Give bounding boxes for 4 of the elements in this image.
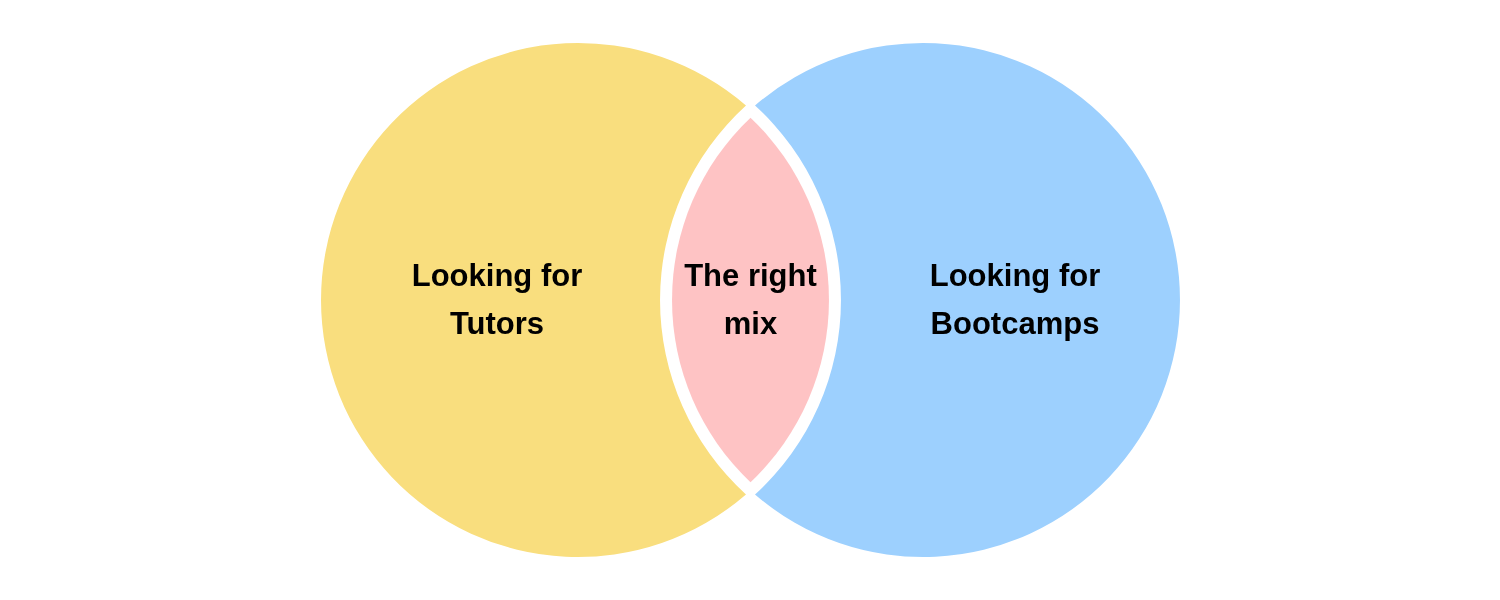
venn-label: The right mix [683,257,818,343]
venn-label: Looking for Tutors [410,257,584,343]
venn-overlap [672,117,829,483]
venn-label: Looking for Bootcamps [928,257,1102,343]
